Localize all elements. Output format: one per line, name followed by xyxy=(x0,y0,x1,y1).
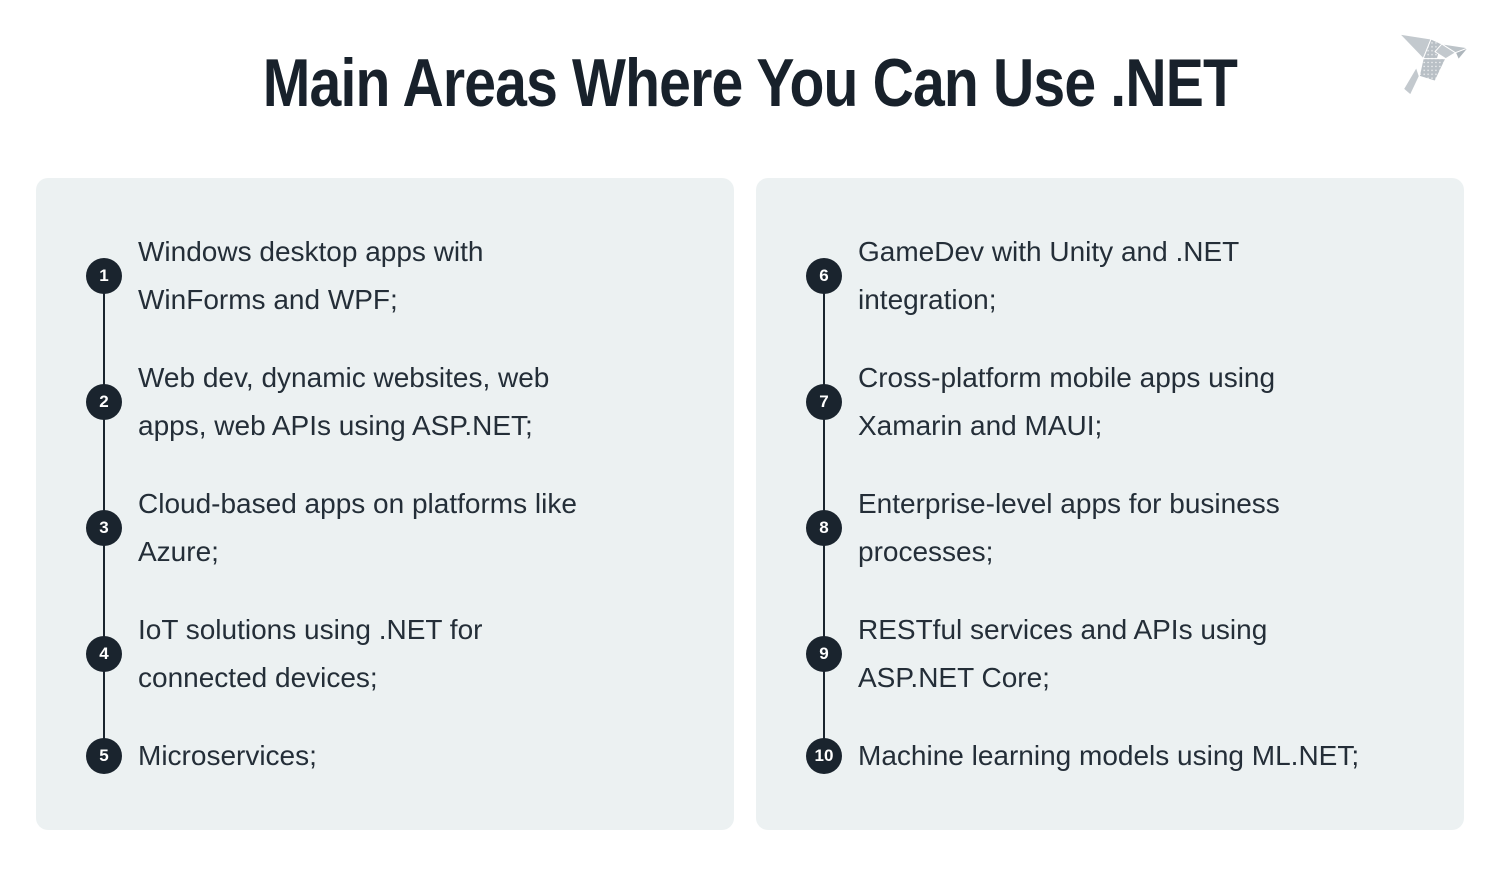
item-text: Cross-platform mobile apps using Xamarin… xyxy=(858,362,1276,441)
item-text: Windows desktop apps with WinForms and W… xyxy=(138,236,484,315)
right-panel: 6 GameDev with Unity and .NET integratio… xyxy=(756,178,1464,830)
list-item: 5 Microservices; xyxy=(36,732,704,780)
item-number-badge: 8 xyxy=(806,510,842,546)
page-title: Main Areas Where You Can Use .NET xyxy=(262,45,1238,121)
list-item: 9 RESTful services and APIs using ASP.NE… xyxy=(756,606,1434,702)
left-panel: 1 Windows desktop apps with WinForms and… xyxy=(36,178,734,830)
item-number-badge: 3 xyxy=(86,510,122,546)
right-item-list: 6 GameDev with Unity and .NET integratio… xyxy=(756,228,1434,780)
item-number-badge: 2 xyxy=(86,384,122,420)
item-text: RESTful services and APIs using ASP.NET … xyxy=(858,614,1268,693)
item-text: Web dev, dynamic websites, web apps, web… xyxy=(138,362,550,441)
list-item: 6 GameDev with Unity and .NET integratio… xyxy=(756,228,1434,324)
list-item: 10 Machine learning models using ML.NET; xyxy=(756,732,1434,780)
item-number-badge: 4 xyxy=(86,636,122,672)
item-text: Cloud-based apps on platforms like Azure… xyxy=(138,488,577,567)
list-item: 1 Windows desktop apps with WinForms and… xyxy=(36,228,704,324)
item-number-badge: 6 xyxy=(806,258,842,294)
origami-bird-logo xyxy=(1399,33,1469,96)
item-number-badge: 1 xyxy=(86,258,122,294)
item-text: IoT solutions using .NET for connected d… xyxy=(138,614,483,693)
item-text: Machine learning models using ML.NET; xyxy=(858,740,1360,771)
list-item: 4 IoT solutions using .NET for connected… xyxy=(36,606,704,702)
item-number-badge: 5 xyxy=(86,738,122,774)
list-item: 2 Web dev, dynamic websites, web apps, w… xyxy=(36,354,704,450)
item-number-badge: 7 xyxy=(806,384,842,420)
item-text: GameDev with Unity and .NET integration; xyxy=(858,236,1240,315)
left-item-list: 1 Windows desktop apps with WinForms and… xyxy=(36,228,704,780)
item-text: Microservices; xyxy=(138,740,317,771)
list-item: 7 Cross-platform mobile apps using Xamar… xyxy=(756,354,1434,450)
item-text: Enterprise-level apps for business proce… xyxy=(858,488,1280,567)
header: Main Areas Where You Can Use .NET xyxy=(0,44,1500,122)
item-number-badge: 10 xyxy=(806,738,842,774)
item-number-badge: 9 xyxy=(806,636,842,672)
list-item: 8 Enterprise-level apps for business pro… xyxy=(756,480,1434,576)
list-item: 3 Cloud-based apps on platforms like Azu… xyxy=(36,480,704,576)
